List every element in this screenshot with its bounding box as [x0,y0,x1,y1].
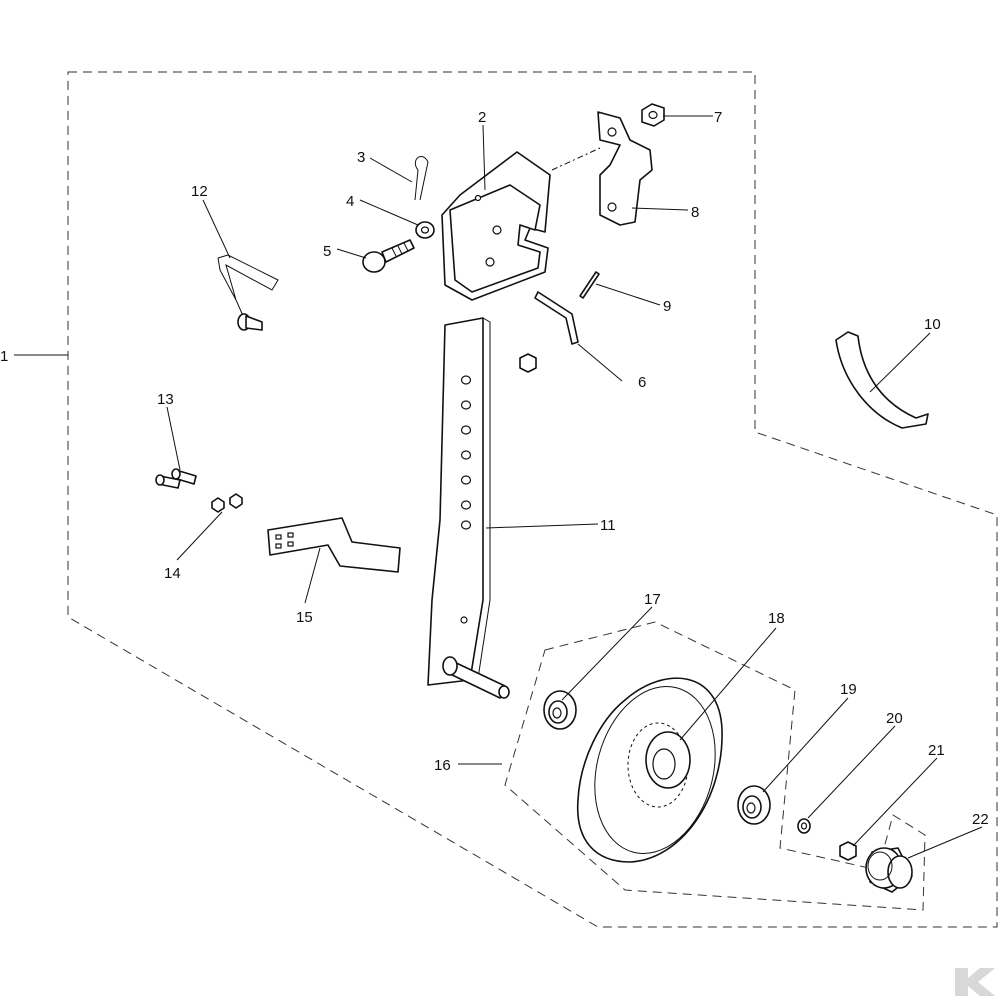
callout-4: 4 [346,193,354,210]
part-scraper-blade [267,517,401,573]
callout-6: 6 [638,374,646,391]
wheel-subassembly-outline [504,621,926,911]
part-bearing-right [737,785,771,825]
callout-18: 18 [768,610,785,627]
part-strap-bracket [597,111,653,226]
assembly-outline [67,71,998,928]
part-bracket-plate [441,151,551,301]
callout-15: 15 [296,609,313,626]
callout-17: 17 [644,591,661,608]
part-small-nut [519,353,537,373]
callout-1: 1 [0,348,8,365]
callout-2: 2 [478,109,486,126]
part-washer-small [797,818,811,834]
part-spring-pin [579,271,600,299]
callout-13: 13 [157,391,174,408]
part-bolt [362,239,415,273]
part-nut-wheel [839,841,857,861]
part-l-pin [534,291,579,345]
callout-9: 9 [663,298,671,315]
part-washer [415,221,435,239]
part-hub-cap [865,847,913,893]
part-curved-scraper [835,331,929,429]
part-nut-top [641,103,665,127]
part-support-arm [427,317,510,699]
callout-14: 14 [164,565,181,582]
callout-21: 21 [928,742,945,759]
callout-5: 5 [323,243,331,260]
leader-lines [14,115,983,859]
callout-7: 7 [714,109,722,126]
callout-3: 3 [357,149,365,166]
part-small-nuts [211,493,243,513]
part-r-clip [414,156,429,201]
callout-16: 16 [434,757,451,774]
callout-22: 22 [972,811,989,828]
part-wire-pin [217,254,279,331]
callout-10: 10 [924,316,941,333]
callout-12: 12 [191,183,208,200]
brand-logo-icon [955,968,995,996]
callout-labels: 1 2 3 4 5 6 7 8 9 10 11 12 13 14 15 16 1… [0,109,989,828]
callout-8: 8 [691,204,699,221]
alignment-line [551,147,601,171]
callout-20: 20 [886,710,903,727]
part-small-bolts [155,468,197,489]
part-wheel [576,677,723,863]
part-bearing-left [543,690,577,730]
callout-11: 11 [600,517,616,534]
callout-19: 19 [840,681,857,698]
